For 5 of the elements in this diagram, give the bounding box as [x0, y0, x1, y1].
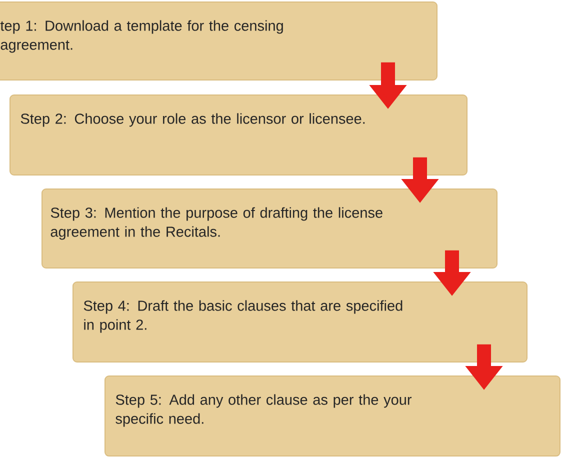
step-box: Step 2: Choose your role as the licensor or licensee.: [10, 94, 468, 176]
step-box: Step 5: Add any other clause as per the your specific need.: [104, 376, 560, 456]
step-box: Step 3: Mention the purpose of drafting the license agreement in the Recitals.: [42, 188, 498, 268]
step-box: Step 4: Draft the basic clauses that are specified in point 2.: [72, 282, 528, 362]
step-box: tep 1: Download a template for the censing agreement.: [0, 2, 438, 80]
